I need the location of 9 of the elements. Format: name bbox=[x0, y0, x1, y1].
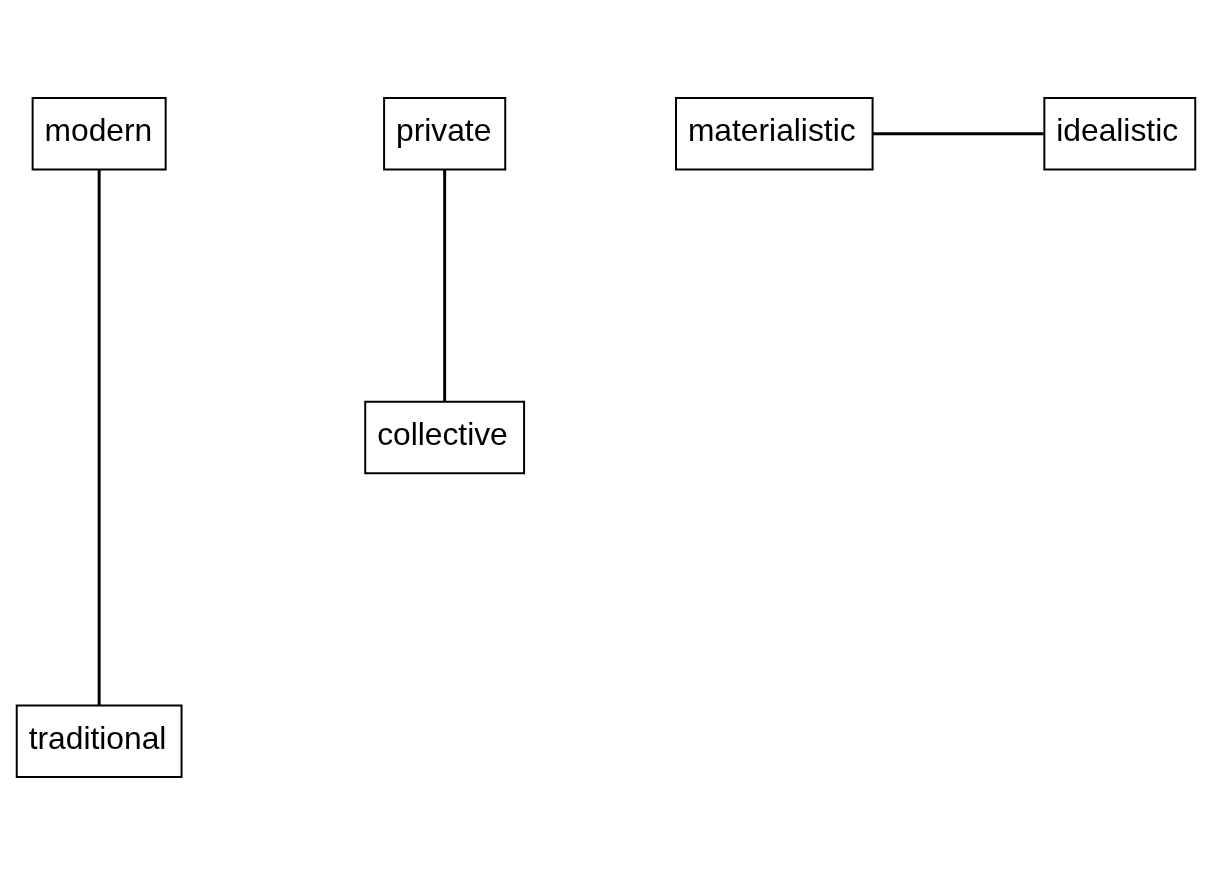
connector bbox=[443, 169, 447, 401]
connector bbox=[872, 131, 1044, 135]
node-box: modern bbox=[31, 96, 167, 170]
connector bbox=[97, 169, 101, 705]
node-box: collective bbox=[364, 400, 526, 474]
node-box: private bbox=[383, 96, 507, 170]
node-box: idealistic bbox=[1043, 96, 1197, 170]
node-box: traditional bbox=[15, 704, 183, 778]
node-box: materialistic bbox=[675, 96, 874, 170]
